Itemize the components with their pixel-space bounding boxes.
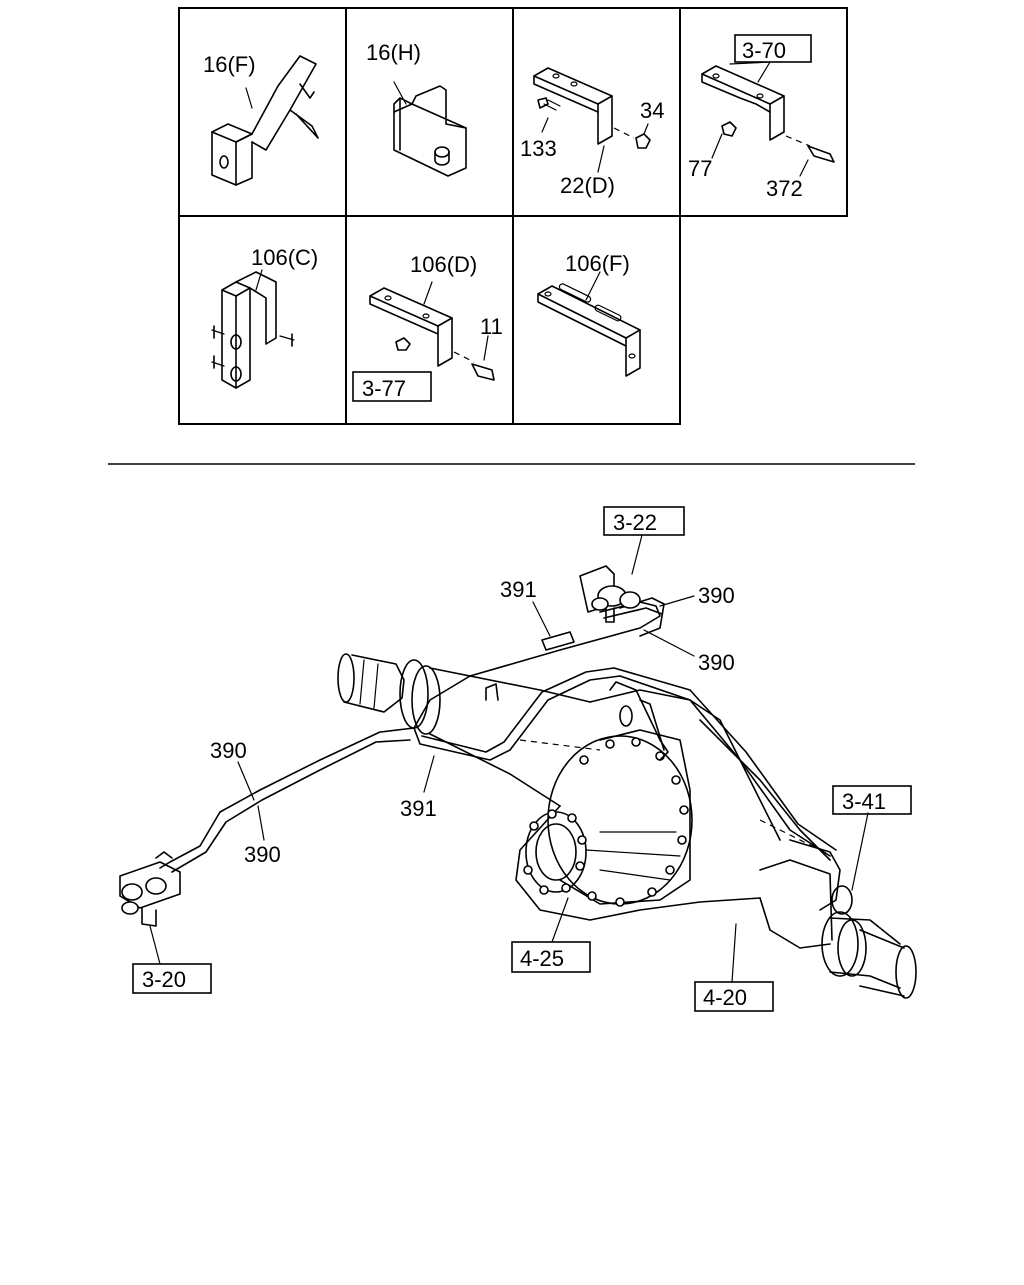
valve-left-drawing [119,851,181,927]
label-16h: 16(H) [366,40,421,65]
bracket-16f-drawing [211,55,319,186]
label-133: 133 [520,136,557,161]
label-4-20: 4-20 [703,985,747,1010]
parts-grid [178,7,848,425]
ref-box-3-20 [132,963,212,994]
brake-pipes [159,597,837,873]
ref-box-4-20 [694,981,774,1012]
axle-assembly-drawing [337,653,917,999]
bracket-106f-drawing [537,271,641,377]
label-3-70: 3-70 [742,38,786,63]
bracket-3-70-drawing [701,61,835,177]
label-391-top: 391 [500,577,537,602]
label-34: 34 [640,98,664,123]
bracket-106c-drawing [211,269,295,389]
label-372: 372 [766,176,803,201]
label-77: 77 [688,156,712,181]
bracket-22d-drawing [533,67,651,173]
label-106f: 106(F) [565,251,630,276]
ref-box-4-25 [511,941,591,973]
label-3-22: 3-22 [613,510,657,535]
label-3-20: 3-20 [142,967,186,992]
label-3-77: 3-77 [362,376,406,401]
label-16f: 16(F) [203,52,256,77]
label-106d: 106(D) [410,252,477,277]
ref-box-3-41 [832,785,912,815]
label-390-left-b: 390 [244,842,281,867]
label-391-mid: 391 [400,796,437,821]
leader-lines [149,534,869,983]
ref-box-3-77 [352,371,432,402]
bracket-106d-drawing [369,281,495,381]
label-3-41: 3-41 [842,789,886,814]
label-4-25: 4-25 [520,946,564,971]
bracket-16h-drawing [393,81,467,177]
ref-box-3-22 [603,506,685,536]
label-390-b: 390 [698,650,735,675]
label-106c: 106(C) [251,245,318,270]
diff-bolts [579,737,689,907]
label-11: 11 [480,314,503,339]
ref-box-3-70 [734,34,812,63]
label-22d: 22(D) [560,173,615,198]
label-390-a: 390 [698,583,735,608]
label-390-left-a: 390 [210,738,247,763]
valve-top-drawing [579,565,641,623]
